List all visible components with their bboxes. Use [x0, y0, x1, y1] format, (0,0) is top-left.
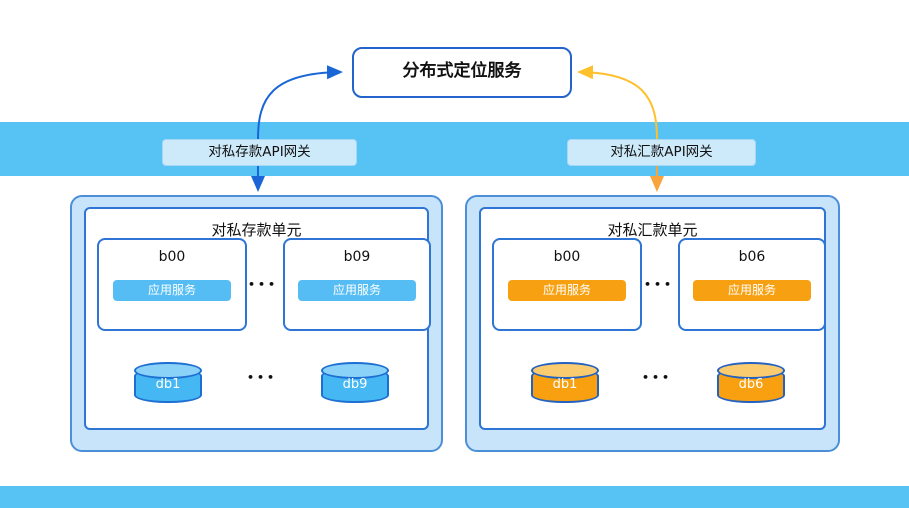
deposit-node-b09-name: b09 — [343, 249, 371, 265]
deposit-node-b00-name: b00 — [158, 249, 186, 265]
cylinder-top — [134, 362, 202, 379]
remit-nodes-ellipsis: ••• — [643, 278, 675, 291]
api-gateway-band — [0, 122, 909, 176]
remit-node-b00-name: b00 — [553, 249, 581, 265]
remit-db1-cylinder: db1 — [531, 362, 599, 403]
deposit-unit-title: 对私存款单元 — [211, 221, 302, 239]
remit-node-b06-service: 应用服务 — [693, 280, 811, 301]
remit-node-b06: b06 应用服务 — [678, 238, 826, 331]
remit-db6-cylinder: db6 — [717, 362, 785, 403]
cylinder-top — [717, 362, 785, 379]
deposit-node-b09-service: 应用服务 — [298, 280, 416, 301]
remit-api-gateway-label: 对私汇款API网关 — [567, 139, 756, 166]
deposit-db1-cylinder: db1 — [134, 362, 202, 403]
remit-node-b06-name: b06 — [738, 249, 766, 265]
deposit-node-b00: b00 应用服务 — [97, 238, 247, 331]
deposit-node-b00-service: 应用服务 — [113, 280, 231, 301]
remit-db1-label: db1 — [552, 377, 578, 392]
deposit-nodes-ellipsis: ••• — [247, 278, 279, 291]
deposit-db9-label: db9 — [342, 377, 368, 392]
remit-node-b00-service: 应用服务 — [508, 280, 626, 301]
distributed-locating-service-node: 分布式定位服务 — [352, 47, 572, 98]
deposit-db9-cylinder: db9 — [321, 362, 389, 403]
remit-node-b00: b00 应用服务 — [492, 238, 642, 331]
remit-db6-label: db6 — [738, 377, 764, 392]
cylinder-top — [321, 362, 389, 379]
deposit-node-b09: b09 应用服务 — [283, 238, 431, 331]
remit-unit-title: 对私汇款单元 — [607, 221, 698, 239]
service-label: 分布式定位服务 — [402, 61, 522, 81]
deposit-api-gateway-label: 对私存款API网关 — [162, 139, 357, 166]
cylinder-top — [531, 362, 599, 379]
deposit-db1-label: db1 — [155, 377, 181, 392]
remit-db-ellipsis: ••• — [641, 371, 673, 384]
footer-strip — [0, 486, 909, 508]
deposit-db-ellipsis: ••• — [246, 371, 278, 384]
